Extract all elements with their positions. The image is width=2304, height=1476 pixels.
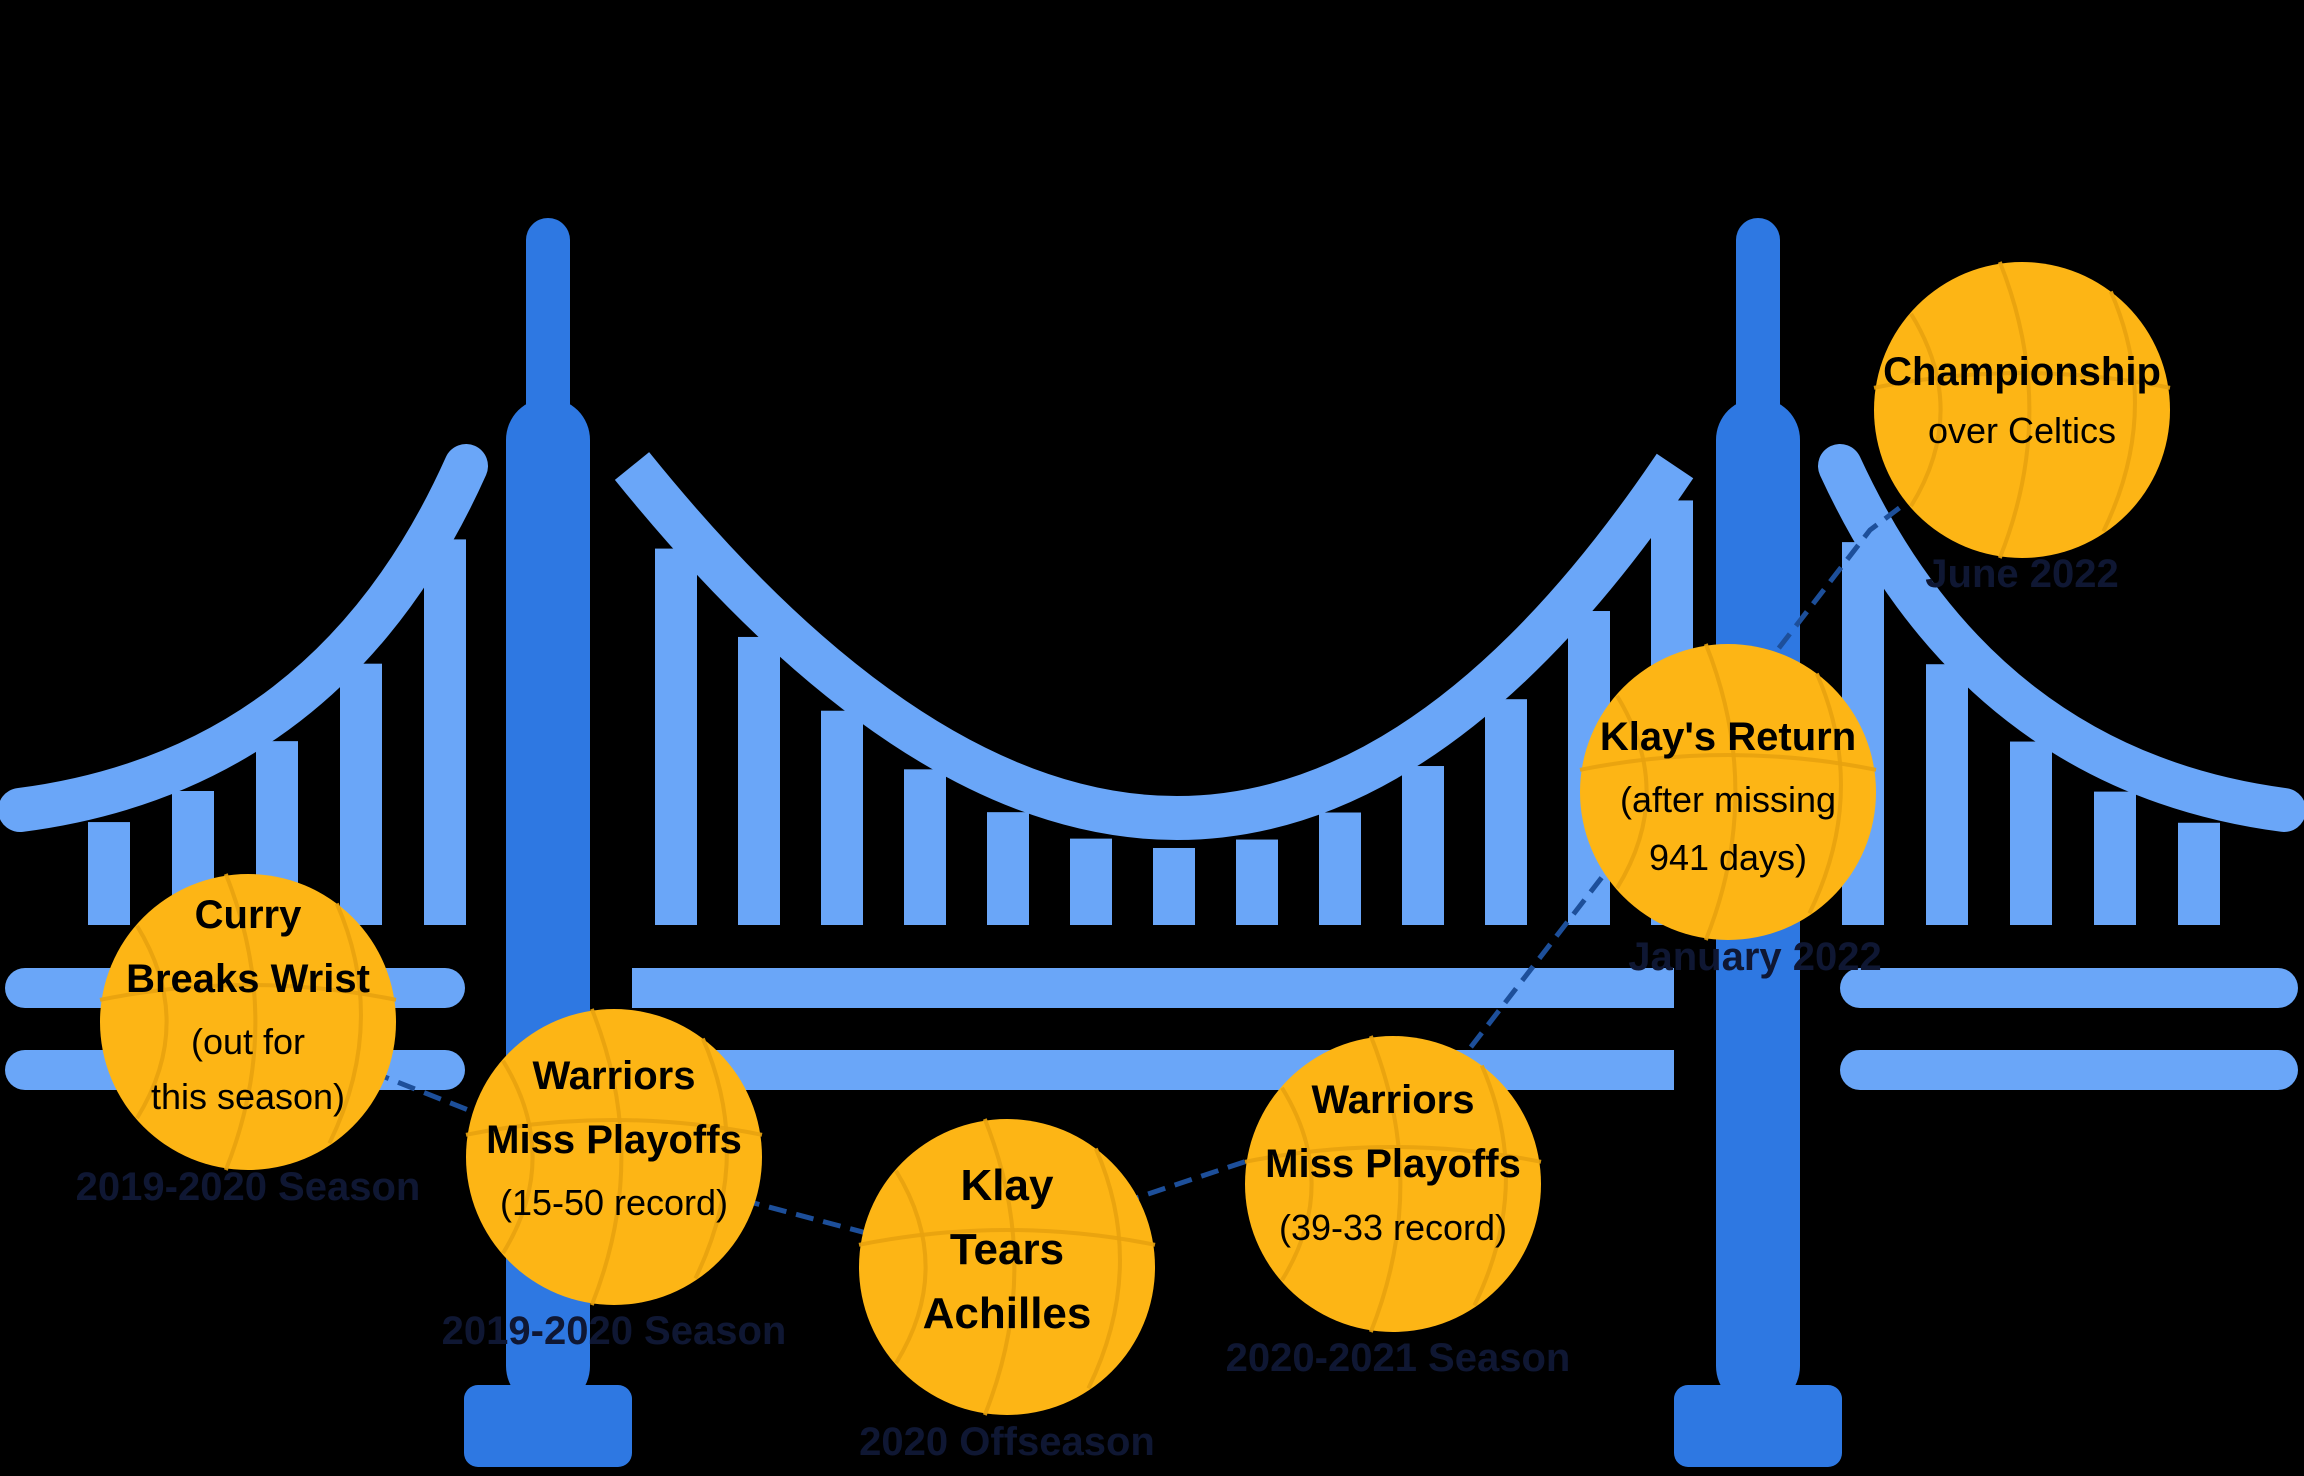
ball-body <box>100 874 396 1170</box>
ball-body <box>466 1009 762 1305</box>
suspender-left <box>424 539 466 925</box>
ball-seam <box>2101 290 2137 533</box>
suspender-center <box>1402 766 1444 925</box>
suspender-center <box>655 548 697 925</box>
ball-body <box>1580 644 1876 940</box>
event-title-line: Warriors <box>532 1054 695 1098</box>
event-detail-line: (after missing <box>1620 779 1836 820</box>
basketball-icon <box>99 873 397 1171</box>
event-6: June 2022 Championship over Celtics <box>1873 261 2171 596</box>
event-title-line: Curry <box>195 893 302 937</box>
suspender-center <box>821 710 863 925</box>
suspender-center <box>1236 839 1278 925</box>
event-date: 2019-2020 Season <box>76 1165 421 1209</box>
suspender-center <box>1070 838 1112 925</box>
suspender-right <box>2010 741 2052 925</box>
event-detail-line: over Celtics <box>1928 410 2116 451</box>
ball-seam <box>894 1169 928 1365</box>
event-title-line: Warriors <box>1311 1078 1474 1122</box>
ball-seam <box>1244 1145 1542 1164</box>
ball-seam <box>1280 1086 1314 1282</box>
basketball-icon <box>1579 643 1877 941</box>
ball-seam <box>1615 694 1649 890</box>
suspender-right <box>2094 791 2136 925</box>
suspender-left <box>340 663 382 925</box>
ball-seam <box>1807 672 1843 915</box>
event-title-line: Breaks Wrist <box>126 957 370 1001</box>
tower-base <box>1674 1385 1842 1467</box>
event-detail-line: (out for <box>191 1021 305 1062</box>
event-title-line: Championship <box>1883 350 2161 394</box>
suspender-center <box>1485 699 1527 925</box>
suspender-center <box>1319 812 1361 925</box>
ball-seam <box>327 902 363 1145</box>
event-detail-line: (15-50 record) <box>500 1182 728 1223</box>
event-detail-line: (39-33 record) <box>1279 1207 1507 1248</box>
ball-seam <box>501 1059 535 1255</box>
event-date: 2020-2021 Season <box>1226 1336 1571 1380</box>
ball-body <box>1874 262 2170 558</box>
basketball-icon <box>1244 1035 1542 1333</box>
ball-seam <box>982 1118 1017 1416</box>
suspender-center <box>904 769 946 925</box>
suspender-center <box>987 812 1029 925</box>
suspender-left <box>88 822 130 925</box>
event-title-line: Klay's Return <box>1600 715 1856 759</box>
basketball-icon <box>858 1118 1156 1416</box>
suspender-center <box>1153 847 1195 925</box>
ball-seam <box>135 924 169 1120</box>
event-title-line: Miss Playoffs <box>486 1118 742 1162</box>
basketball-icon <box>1873 261 2171 559</box>
deck-rail-right <box>1840 968 2298 1008</box>
deck-rail-right <box>1840 1050 2298 1090</box>
suspender-right <box>1926 664 1968 925</box>
ball-body <box>859 1119 1155 1415</box>
ball-seam <box>1873 371 2171 390</box>
event-title-line: Klay <box>961 1161 1054 1210</box>
event-detail-line: 941 days) <box>1649 837 1807 878</box>
ball-seam <box>1368 1035 1403 1333</box>
ball-seam <box>693 1037 729 1280</box>
event-date: 2019-2020 Season <box>442 1309 787 1353</box>
ball-seam <box>99 983 397 1002</box>
event-detail-line: this season) <box>151 1076 345 1117</box>
event-date: 2020 Offseason <box>859 1420 1155 1464</box>
deck-rail-center <box>632 968 1674 1008</box>
suspender-right <box>2178 822 2220 925</box>
tower-base <box>464 1385 632 1467</box>
event-5: January 2022 Klay's Return (after missing 9… <box>1579 643 1882 979</box>
ball-seam <box>465 1118 763 1137</box>
ball-seam <box>1909 312 1943 508</box>
ball-seam <box>1579 753 1877 772</box>
event-title-line: Tears <box>950 1225 1064 1274</box>
main-cable-center <box>614 452 1694 840</box>
ball-seam <box>1703 643 1738 941</box>
ball-seam <box>1472 1064 1508 1307</box>
ball-seam <box>858 1228 1156 1247</box>
ball-seam <box>223 873 258 1171</box>
ball-body <box>1245 1036 1541 1332</box>
event-title-line: Miss Playoffs <box>1265 1142 1521 1186</box>
event-date: January 2022 <box>1628 935 1882 979</box>
ball-seam <box>589 1008 624 1306</box>
ball-seam <box>1086 1147 1122 1390</box>
event-date: June 2022 <box>1925 552 2118 596</box>
event-title-line: Achilles <box>923 1289 1092 1338</box>
suspender-center <box>738 636 780 925</box>
basketball-icon <box>465 1008 763 1306</box>
ball-seam <box>1997 261 2032 559</box>
